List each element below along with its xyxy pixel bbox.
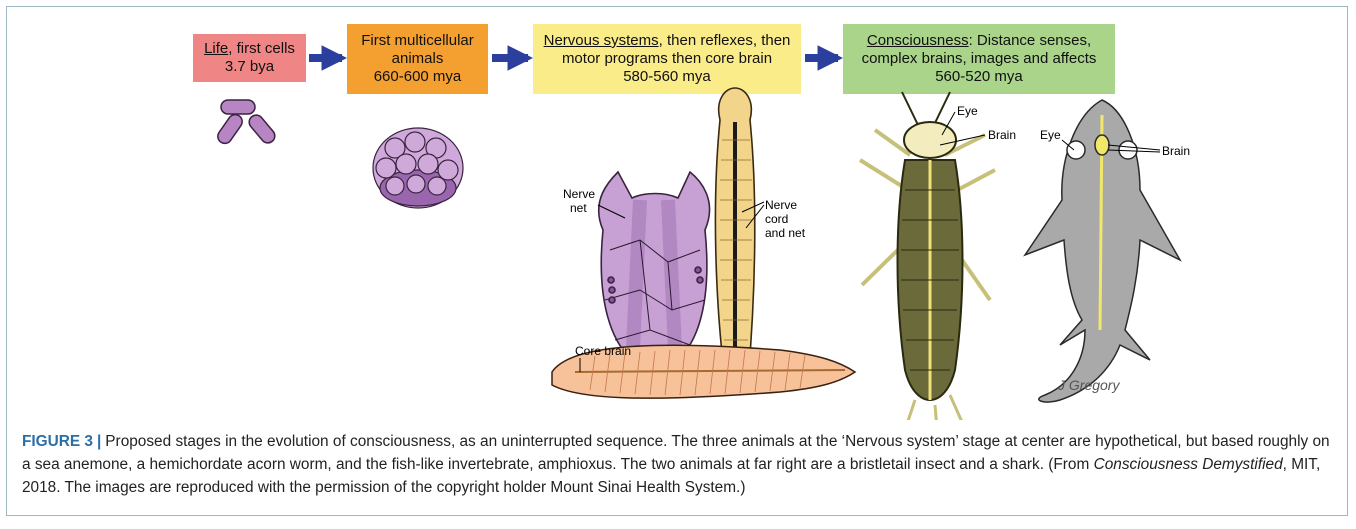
caption-book-title: Consciousness Demystified	[1094, 456, 1283, 473]
figure-caption: FIGURE 3|Proposed stages in the evolutio…	[22, 430, 1334, 499]
core-brain-label: Core brain	[575, 344, 631, 358]
nerve-net-animal	[599, 172, 710, 372]
shark-eye-label: Eye	[1040, 128, 1061, 142]
bristletail-insect	[860, 92, 995, 420]
shark-brain-label: Brain	[1162, 144, 1190, 158]
artist-signature: J Gregory	[1057, 377, 1120, 393]
first-cells-illustration	[215, 100, 278, 146]
shark-animal	[1025, 100, 1180, 402]
illustrations: Nerve net Nerve cord and net Core brain	[0, 0, 1356, 420]
caption-separator: |	[97, 433, 101, 450]
multicellular-illustration	[373, 128, 463, 208]
nerve-cord-label-2: cord	[765, 212, 788, 226]
nerve-cord-label-1: Nerve	[765, 198, 797, 212]
nerve-cord-label-3: and net	[765, 226, 806, 240]
nerve-net-label-1: Nerve	[563, 187, 595, 201]
insect-brain-label: Brain	[988, 128, 1016, 142]
nerve-net-label-2: net	[570, 201, 587, 215]
evolution-diagram: Life, first cells 3.7 bya First multicel…	[0, 0, 1356, 420]
caption-label: FIGURE 3	[22, 433, 93, 450]
insect-eye-label: Eye	[957, 104, 978, 118]
